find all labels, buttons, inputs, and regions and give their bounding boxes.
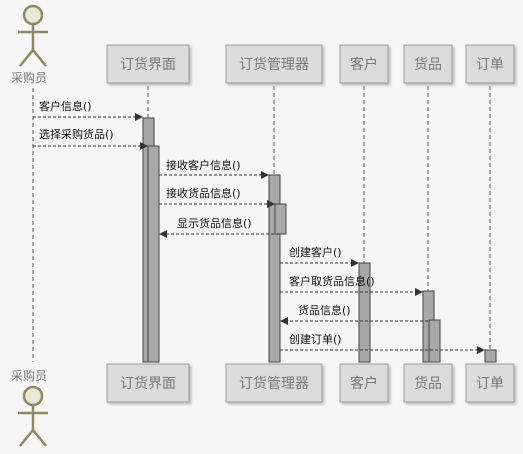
participant-ui-bottom: 订货界面 [106,363,190,403]
activation-ui-2 [147,145,160,363]
message-label: 选择采购货品() [39,127,114,141]
message-label: 接收货品信息() [166,186,241,200]
participant-box [403,44,453,84]
participant-label: 货品 [414,375,442,392]
activations [142,117,497,363]
message-8: 货品信息() [280,303,428,325]
message-1: 客户信息() [33,99,143,121]
actor-stick-figure-icon [18,4,48,67]
participant-box [465,363,515,403]
participant-label: 订货界面 [120,56,176,73]
activation-mgr-1 [268,174,281,363]
participant-box [225,44,323,84]
participant-box [225,363,323,403]
actor-top: 采购员 [11,4,48,85]
participant-label: 订单 [476,376,504,392]
message-6: 创建客户() [280,245,359,267]
actor-label: 采购员 [11,368,47,383]
participant-ui-top: 订货界面 [106,44,190,84]
participant-box [403,363,453,403]
participants-bottom: 订货界面 订货管理器 客户 货品 订单 [106,363,515,403]
message-label: 客户取货品信息() [289,274,375,288]
message-2: 选择采购货品() [33,127,148,150]
message-label: 显示货品信息() [177,216,252,230]
participant-label: 客户 [350,375,378,392]
actor-label: 采购员 [11,70,47,85]
activation-cust [358,262,371,363]
participants-top: 订货界面 订货管理器 客户 货品 订单 [106,44,515,84]
participant-label: 订货界面 [120,375,176,392]
participant-cust-top: 客户 [339,44,389,84]
participant-mgr-top: 订货管理器 [225,44,323,84]
participant-box [465,44,515,84]
messages: 客户信息() 选择采购货品() 接收客户信息() 接收货品信息() 显示货品信息… [33,99,485,354]
message-label: 接收客户信息() [166,158,241,172]
participant-label: 订货管理器 [239,375,309,392]
participant-box [339,363,389,403]
participant-label: 客户 [350,56,378,73]
activation-mgr-2 [274,203,287,235]
actor-stick-figure-icon [18,385,48,447]
message-4: 接收货品信息() [159,186,275,208]
message-label: 客户信息() [39,99,92,113]
participant-label: 订单 [476,57,504,73]
participant-label: 订货管理器 [239,56,309,73]
participant-box [339,44,389,84]
participant-order-bottom: 订单 [465,363,515,403]
participant-cust-bottom: 客户 [339,363,389,403]
message-label: 创建客户() [289,245,342,259]
participant-goods-bottom: 货品 [403,363,453,403]
participant-mgr-bottom: 订货管理器 [225,363,323,403]
message-label: 货品信息() [298,303,351,317]
message-3: 接收客户信息() [159,158,269,179]
participant-goods-top: 货品 [403,44,453,84]
actor-bottom: 采购员 [11,368,48,447]
message-7: 客户取货品信息() [280,274,423,296]
participant-box [106,44,190,84]
message-label: 创建订单() [289,332,342,346]
activation-goods-2 [428,319,441,363]
activation-order [484,349,497,363]
participant-label: 货品 [414,56,442,73]
message-9: 创建订单() [280,332,485,354]
message-5: 显示货品信息() [159,216,274,238]
participant-box [106,363,190,403]
participant-order-top: 订单 [465,44,515,84]
